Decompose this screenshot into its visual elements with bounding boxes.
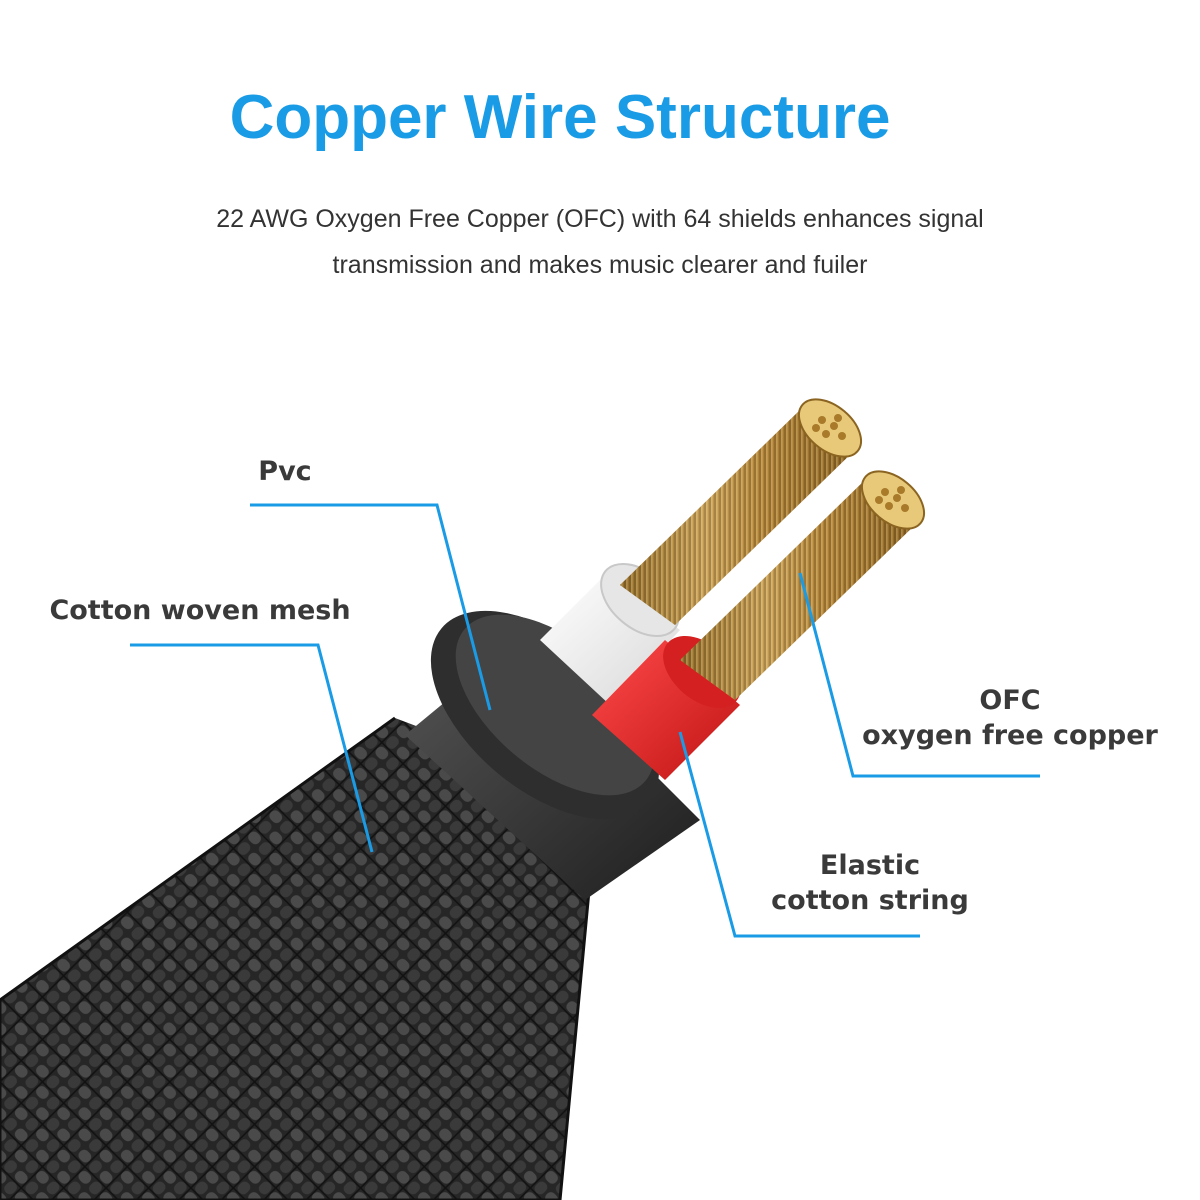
braided-sleeve — [0, 716, 592, 1200]
label-elastic-line-2: cotton string — [771, 885, 969, 916]
label-cotton-woven-mesh: Cotton woven mesh — [49, 595, 351, 626]
copper-conductor-upper — [620, 398, 862, 625]
label-pvc: Pvc — [258, 456, 312, 487]
pvc-leader-line — [250, 503, 492, 711]
elastic-leader-line — [678, 731, 920, 938]
label-elastic-cotton-string: Elastic cotton string — [740, 848, 1000, 918]
ofc-leader-line — [798, 572, 1040, 778]
pvc-jacket — [405, 610, 700, 900]
page-title: Copper Wire Structure — [229, 83, 891, 152]
label-ofc-line-2: oxygen free copper — [862, 720, 1158, 751]
label-ofc: OFC oxygen free copper — [860, 683, 1160, 753]
label-elastic-line-1: Elastic — [819, 850, 921, 881]
page-subtitle: 22 AWG Oxygen Free Copper (OFC) with 64 … — [0, 196, 1200, 288]
subtitle-line-1: 22 AWG Oxygen Free Copper (OFC) with 64 … — [216, 205, 984, 233]
label-ofc-line-1: OFC — [979, 685, 1041, 716]
leader-lines — [130, 503, 1040, 938]
subtitle-line-2: transmission and makes music clearer and… — [332, 251, 868, 279]
mesh-leader-line — [130, 643, 374, 853]
copper-conductor-lower — [680, 470, 925, 700]
